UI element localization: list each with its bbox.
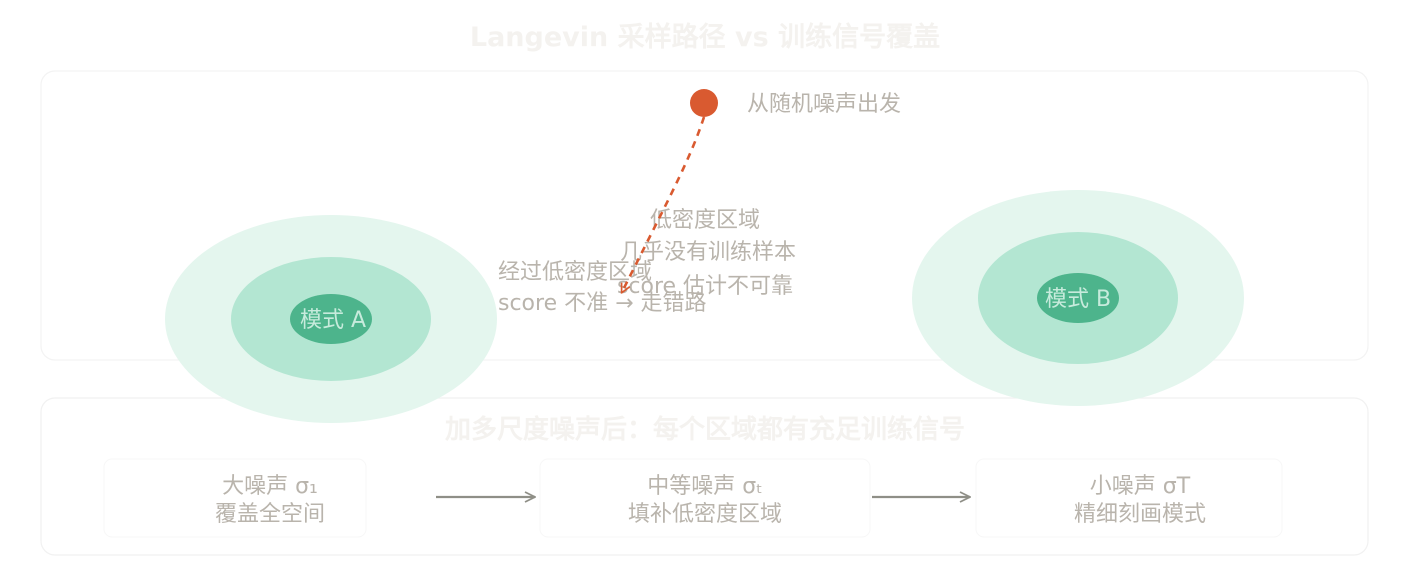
mode-b-cluster: 模式 B	[912, 190, 1244, 406]
noise-step-small-desc: 精细刻画模式	[1074, 502, 1206, 527]
mode-a-label: 模式 A	[300, 308, 366, 333]
noise-step-small-box	[975, 458, 1283, 538]
noise-step-medium-title: 中等噪声 σₜ	[647, 474, 762, 499]
low-density-line-3: score 估计不可靠	[617, 274, 793, 299]
noise-step-medium: 中等噪声 σₜ 填补低密度区域	[539, 458, 871, 538]
mode-a-cluster: 模式 A	[165, 215, 497, 423]
start-label: 从随机噪声出发	[747, 92, 901, 117]
start-point-dot	[690, 89, 718, 117]
sampling-path	[622, 116, 706, 292]
noise-step-small-title: 小噪声 σT	[1090, 474, 1191, 499]
wrong-path-annotation: 经过低密度区域 score 不准 → 走错路	[498, 260, 707, 316]
top-panel	[40, 70, 1369, 361]
noise-step-large: 大噪声 σ₁ 覆盖全空间	[103, 458, 367, 538]
wrong-path-line-2: score 不准 → 走错路	[498, 291, 707, 316]
bottom-panel	[40, 397, 1369, 556]
noise-step-large-desc: 覆盖全空间	[215, 502, 325, 527]
noise-step-medium-desc: 填补低密度区域	[628, 502, 782, 527]
page-title: Langevin 采样路径 vs 训练信号覆盖	[470, 21, 940, 53]
mode-b-label: 模式 B	[1045, 287, 1111, 312]
bottom-panel-heading: 加多尺度噪声后：每个区域都有充足训练信号	[445, 414, 965, 445]
noise-step-medium-box	[539, 458, 871, 538]
mode-a-core	[290, 294, 372, 344]
wrong-path-line-1: 经过低密度区域	[498, 260, 652, 285]
noise-step-large-box	[103, 458, 367, 538]
mode-b-core	[1037, 273, 1119, 323]
noise-step-large-title: 大噪声 σ₁	[222, 474, 318, 499]
low-density-line-1: 低密度区域	[650, 208, 760, 233]
noise-step-small: 小噪声 σT 精细刻画模式	[975, 458, 1283, 538]
low-density-annotation: 低密度区域 几乎没有训练样本 score 估计不可靠	[617, 208, 796, 299]
low-density-line-2: 几乎没有训练样本	[620, 240, 796, 265]
